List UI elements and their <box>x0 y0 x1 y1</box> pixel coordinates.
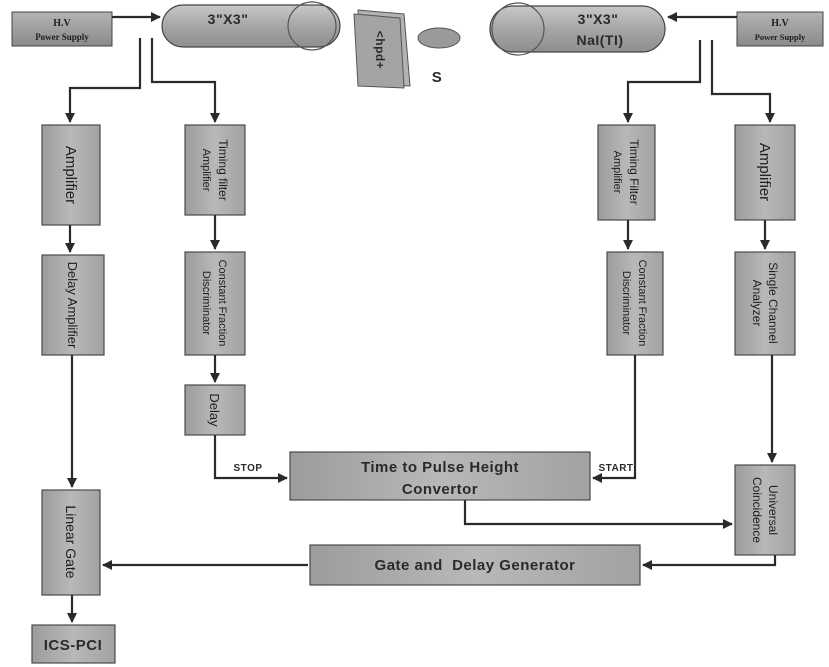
amplifier-left-block: Amplifier <box>41 124 101 226</box>
delay-label: Delay <box>207 393 222 427</box>
detector-right-to-amplifier-arrow <box>710 40 775 123</box>
tfa-left-line2: Amplifier <box>200 149 212 192</box>
detector-left: 3"X3" <box>161 1 341 51</box>
tphc-block: Time to Pulse Height Convertor <box>289 451 591 501</box>
single-channel-analyzer-block: Single Channel Analyzer <box>734 251 796 356</box>
delay-block: Delay <box>184 384 246 436</box>
cfd-right-line2: Discriminator <box>620 271 632 336</box>
timing-filter-amplifier-right-block: Timing Filter Amplifier <box>597 124 656 221</box>
tphc-to-coincidence-arrow <box>463 500 733 529</box>
power-supply-left-line1: H.V <box>53 18 71 29</box>
cfd-left-line1: Constant Fraction <box>216 260 228 347</box>
cfd-left-line2: Discriminator <box>200 271 212 336</box>
shield-label: <hpd+ <box>373 31 387 70</box>
universal-coincidence-block: Universal Coincidence <box>734 464 796 556</box>
power-supply-right-line1: H.V <box>771 18 789 29</box>
coincidence-line1: Universal <box>766 485 780 535</box>
cfd-right-block: Constant Fraction Discriminator <box>606 251 664 356</box>
coincidence-to-gate-delay-arrow <box>642 555 777 570</box>
coincidence-line2: Coincidence <box>750 477 764 543</box>
detector-right: 3"X3" NaI(TI) <box>489 2 666 56</box>
detector-left-to-amplifier-arrow <box>65 38 142 123</box>
delay-amplifier-label: Delay Amplifier <box>65 262 80 349</box>
shield: <hpd+ <box>353 9 411 89</box>
detector-left-size: 3"X3" <box>208 11 249 27</box>
stop-label: STOP <box>233 463 262 474</box>
amplifier-left-label: Amplifier <box>62 146 79 204</box>
delay-amplifier-block: Delay Amplifier <box>41 254 105 356</box>
sca-line2: Analyzer <box>750 280 764 327</box>
source-label: S <box>432 69 443 86</box>
timing-filter-amplifier-left-block: Timing filter Amplifier <box>184 124 246 216</box>
cfd-right-to-tphc-start-arrow <box>592 355 637 483</box>
source: S <box>417 27 461 86</box>
connections <box>65 12 777 623</box>
power-supply-left: H.V Power Supply <box>11 11 113 47</box>
cfd-right-line1: Constant Fraction <box>636 260 648 347</box>
tfa-right-line2: Amplifier <box>611 151 623 194</box>
tfa-right-line1: Timing Filter <box>627 139 641 205</box>
power-supply-right-line2: Power Supply <box>755 32 806 42</box>
tphc-line2: Convertor <box>402 481 478 498</box>
delay-to-tphc-stop-arrow <box>213 435 288 483</box>
cfd-left-block: Constant Fraction Discriminator <box>184 251 246 356</box>
tphc-line1: Time to Pulse Height <box>361 459 519 476</box>
amplifier-right-block: Amplifier <box>734 124 796 221</box>
amplifier-right-label: Amplifier <box>756 143 773 201</box>
detector-right-to-tfa-arrow <box>623 40 702 123</box>
detector-right-size: 3"X3" <box>578 11 619 27</box>
power-supply-left-line2: Power Supply <box>35 32 89 42</box>
tfa-left-line1: Timing filter <box>216 139 230 201</box>
linear-gate-label: Linear Gate <box>63 505 79 578</box>
sca-line1: Single Channel <box>766 262 780 343</box>
linear-gate-block: Linear Gate <box>41 489 101 596</box>
gate-delay-generator-label: Gate and Delay Generator <box>375 557 576 574</box>
detector-left-to-tfa-arrow <box>150 38 220 123</box>
detector-right-crystal: NaI(TI) <box>576 32 623 48</box>
ics-pci-block: ICS-PCI <box>31 624 116 664</box>
start-label: START <box>598 463 633 474</box>
gate-delay-generator-block: Gate and Delay Generator <box>309 544 641 586</box>
power-supply-right: H.V Power Supply <box>736 11 824 47</box>
ics-pci-label: ICS-PCI <box>44 637 103 654</box>
